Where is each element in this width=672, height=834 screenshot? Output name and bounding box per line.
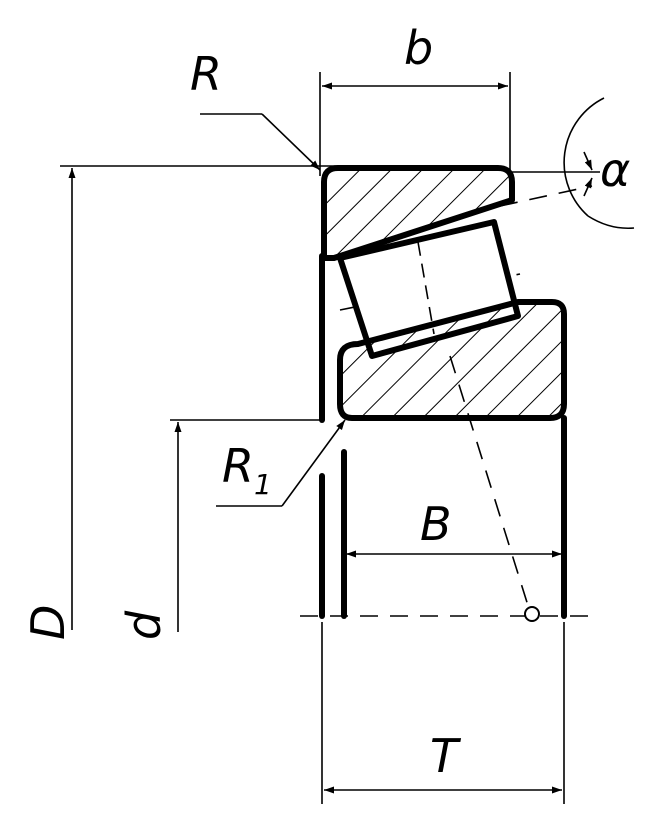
inner-ring-cone xyxy=(337,299,567,421)
contact-point xyxy=(524,606,540,622)
label-R1: R xyxy=(222,439,254,493)
label-T: T xyxy=(430,729,462,783)
extension-lines xyxy=(60,72,600,804)
label-B: B xyxy=(420,497,452,551)
dimension-lines xyxy=(68,82,635,794)
angle-alpha-arc xyxy=(563,97,605,217)
leader-R1-arrow xyxy=(281,419,346,507)
label-R: R xyxy=(190,47,222,101)
label-D: D xyxy=(21,605,75,640)
leader-R-arrow xyxy=(261,113,321,171)
label-R1-subscript: 1 xyxy=(254,468,272,501)
label-b: b xyxy=(404,21,433,75)
bore-lines xyxy=(319,253,567,619)
outer-ring-cup xyxy=(321,165,515,261)
label-alpha: α xyxy=(600,143,630,197)
label-d: d xyxy=(117,610,171,640)
